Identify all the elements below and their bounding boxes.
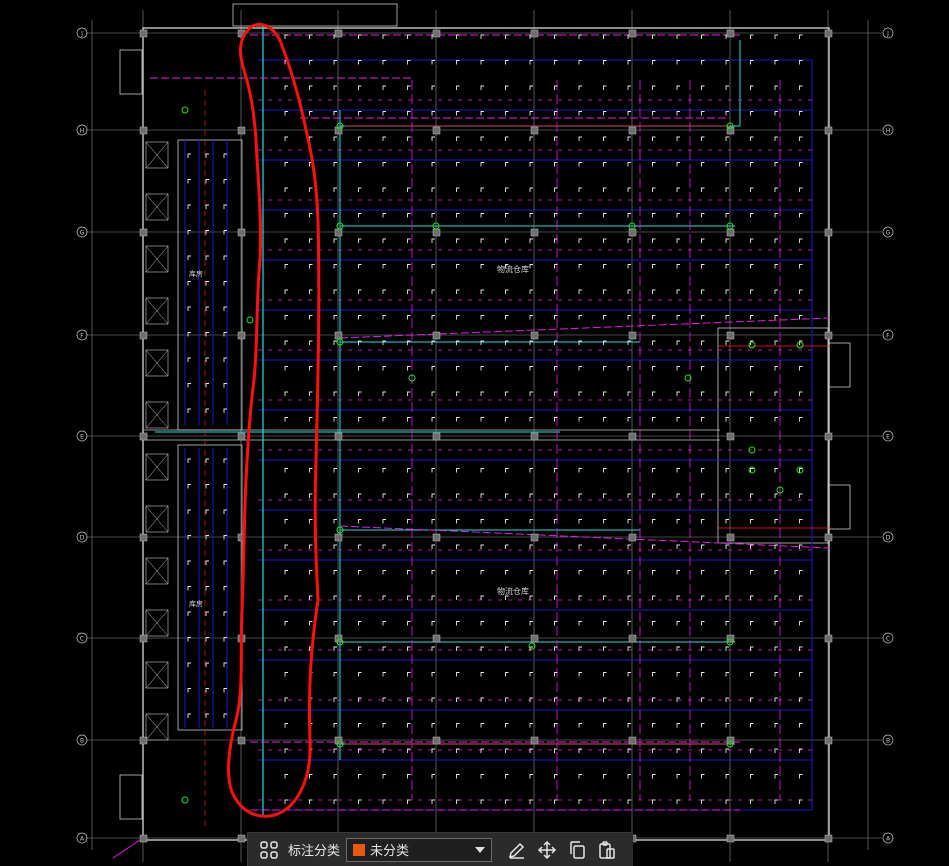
axis-bubble-right: F (886, 333, 890, 340)
category-label: 标注分类 (288, 844, 341, 859)
axis-bubble-left: H (80, 128, 85, 135)
axis-bubble-left: J (80, 31, 83, 38)
axis-bubble-right: H (886, 128, 891, 135)
blue-duct-lines (184, 59, 813, 811)
axis-bubble-left: G (80, 230, 85, 237)
grid-apps-icon[interactable] (254, 836, 284, 864)
annotation-toolbar: 标注分类 未分类 (247, 832, 633, 866)
axis-bubble-left: B (80, 738, 84, 745)
axis-bubble-left: E (80, 434, 84, 441)
red-markup-outline[interactable] (227, 23, 321, 818)
copy-icon[interactable] (562, 836, 592, 864)
axis-bubbles: J H G F E D C B A J H G F E D C B A (76, 27, 894, 844)
region-label-bottom: 物流仓库 (497, 586, 529, 596)
category-select[interactable]: 未分类 (346, 837, 493, 862)
building-walls (119, 3, 851, 841)
magenta-leader-line (112, 839, 141, 859)
room-label-bottom: 库房 (189, 599, 203, 608)
axis-bubble-left: A (80, 836, 85, 843)
chevron-down-icon (475, 846, 486, 853)
sprinkler-heads (187, 34, 803, 804)
axis-bubble-right: B (886, 738, 890, 745)
axis-bubble-right: C (886, 636, 890, 643)
edit-icon[interactable] (502, 836, 532, 864)
axis-bubble-right: A (886, 836, 891, 843)
axis-bubble-left: F (80, 333, 84, 340)
axis-grid (86, 10, 882, 862)
structural-columns (139, 29, 833, 843)
axis-bubble-right: E (886, 434, 890, 441)
move-icon[interactable] (532, 836, 562, 864)
axis-bubble-right: D (886, 535, 891, 542)
axis-bubble-right: J (886, 31, 889, 38)
axis-bubble-left: C (80, 636, 84, 643)
room-label-top: 库房 (189, 269, 203, 278)
category-value: 未分类 (370, 844, 410, 859)
pipe-network (150, 26, 831, 830)
axis-bubble-right: G (886, 230, 891, 237)
region-label-top: 物流仓库 (497, 264, 529, 274)
axis-bubble-left: D (80, 535, 85, 542)
paste-icon[interactable] (592, 836, 622, 864)
category-color-swatch (353, 843, 366, 856)
